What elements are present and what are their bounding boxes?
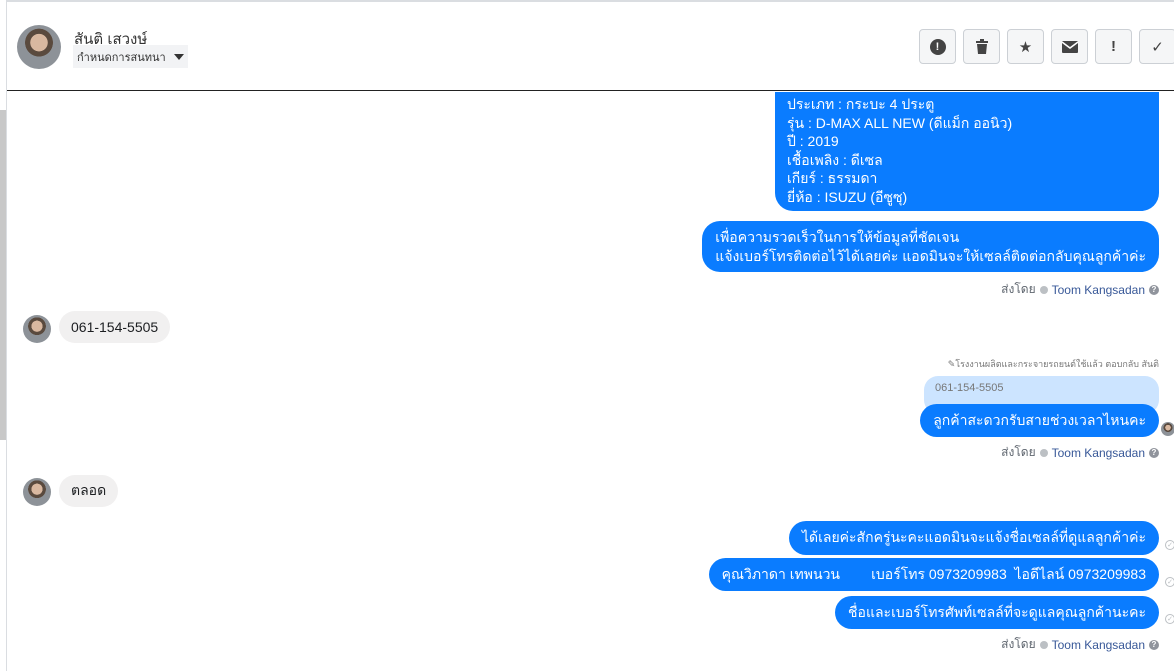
delivered-icon: ✓ — [1165, 540, 1174, 550]
agent-name[interactable]: Toom Kangsadan — [1051, 637, 1145, 652]
delete-button[interactable] — [963, 29, 1000, 64]
conversation-header: สันติ เสวงษ์ กำหนดการสนทนา ! ★ ! ✓ — [7, 2, 1174, 91]
agent-name[interactable]: Toom Kangsadan — [1051, 282, 1145, 297]
sent-by-label: ส่งโดย — [1001, 637, 1036, 651]
agent-status-icon — [1039, 285, 1048, 294]
caret-down-icon — [173, 53, 184, 60]
sent-by-meta: ส่งโดย Toom Kangsadan? — [1001, 443, 1159, 462]
help-icon[interactable]: ? — [1149, 447, 1159, 458]
sales-info-message: คุณวิภาดา เทพนวน เบอร์โทร 0973209983 ไอด… — [708, 558, 1159, 591]
follow-up-button[interactable]: ! — [1095, 29, 1132, 64]
sent-by-label: ส่งโดย — [1001, 445, 1036, 459]
agent-status-icon — [1039, 640, 1048, 649]
help-icon[interactable]: ? — [1149, 639, 1159, 650]
quoted-text: 061-154-5505 — [935, 382, 1004, 394]
contact-avatar[interactable] — [17, 25, 61, 69]
customer-phone-message: 061-154-5505 — [59, 311, 171, 343]
message-line: เพื่อความรวดเร็วในการให้ข้อมูลที่ชัดเจน — [715, 228, 960, 245]
exclamation-icon: ! — [1111, 38, 1116, 55]
envelope-icon — [1061, 40, 1078, 53]
contact-avatar — [23, 315, 51, 343]
sent-by-meta: ส่งโดย Toom Kangsadan? — [1001, 280, 1159, 299]
sent-by-label: ส่งโดย — [1001, 282, 1036, 296]
scrollbar[interactable] — [0, 110, 6, 440]
request-phone-message: เพื่อความรวดเร็วในการให้ข้อมูลที่ชัดเจน … — [702, 221, 1159, 272]
car-brand: ยี่ห้อ : ISUZU (อีซูซุ) — [787, 188, 908, 205]
dropdown-label: กำหนดการสนทนา — [77, 51, 166, 64]
car-info-message: ประเภท : กระบะ 4 ประตู รุ่น : D-MAX ALL … — [775, 92, 1159, 211]
agent-name[interactable]: Toom Kangsadan — [1051, 445, 1145, 460]
alert-circle-icon: ! — [929, 38, 946, 55]
star-icon: ★ — [1018, 38, 1033, 56]
contact-avatar — [23, 478, 51, 506]
conversation-settings-dropdown[interactable]: กำหนดการสนทนา — [73, 45, 188, 68]
car-type: ประเภท : กระบะ 4 ประตู — [787, 96, 935, 112]
check-icon: ✓ — [1151, 38, 1164, 56]
delivered-icon: ✓ — [1165, 577, 1174, 587]
sales-intro-message: ชื่อและเบอร์โทรศัพท์เซลล์ที่จะดูแลคุณลูก… — [835, 596, 1159, 629]
car-model: รุ่น : D-MAX ALL NEW (ดีแม็ก ออนิว) — [787, 114, 1013, 131]
agent-status-icon — [1039, 448, 1048, 457]
car-fuel: เชื้อเพลิง : ดีเซล — [787, 151, 883, 168]
help-icon[interactable]: ? — [1149, 284, 1159, 295]
mark-unread-button[interactable] — [1051, 29, 1088, 64]
delivered-icon: ✓ — [1165, 614, 1174, 624]
car-year: ปี : 2019 — [787, 133, 839, 149]
contact-name[interactable]: สันติ เสวงษ์ — [74, 31, 148, 48]
ask-time-message: ลูกค้าสะดวกรับสายช่วงเวลาไหนคะ — [920, 404, 1159, 437]
mark-done-button[interactable]: ✓ — [1139, 29, 1174, 64]
conversation-panel — [6, 0, 1174, 671]
trash-icon — [975, 39, 988, 54]
sent-by-meta: ส่งโดย Toom Kangsadan? — [1001, 635, 1159, 654]
ok-message: ได้เลยค่ะสักครู่นะคะแอดมินจะแจ้งชื่อเซลล… — [788, 521, 1159, 555]
star-button[interactable]: ★ — [1007, 29, 1044, 64]
reply-note-text: โรงงานผลิตและกระจายรถยนต์ใช้แล้ว ตอบกลับ… — [955, 359, 1159, 369]
seen-avatar — [1161, 422, 1174, 436]
header-actions: ! ★ ! ✓ — [919, 29, 1174, 64]
reply-note: ✎โรงงานผลิตและกระจายรถยนต์ใช้แล้ว ตอบกลั… — [947, 359, 1159, 369]
message-line: แจ้งเบอร์โทรติดต่อไว้ได้เลยค่ะ แอดมินจะใ… — [715, 247, 1146, 264]
spam-button[interactable]: ! — [919, 29, 956, 64]
car-gear: เกียร์ : ธรรมดา — [787, 170, 878, 186]
customer-answer-message: ตลอด — [59, 475, 119, 507]
